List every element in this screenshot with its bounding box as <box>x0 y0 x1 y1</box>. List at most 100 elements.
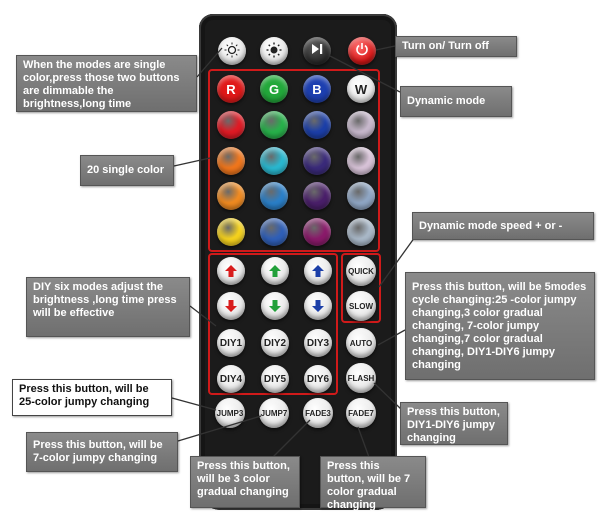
fade7-callout: Press this button, will be 7 color gradu… <box>320 456 426 511</box>
button-label: AUTO <box>349 338 373 348</box>
button-label: B <box>312 81 322 97</box>
diy4-button[interactable]: DIY4 <box>217 365 245 393</box>
slow-button[interactable]: SLOW <box>346 291 376 321</box>
color-button[interactable] <box>217 218 245 246</box>
green-button[interactable]: G <box>260 75 288 103</box>
brightness-up-button[interactable] <box>260 37 288 65</box>
dim-sun-icon <box>224 42 240 61</box>
button-label: DIY1 <box>219 337 243 349</box>
button-label: DIY6 <box>306 373 330 385</box>
button-label: SLOW <box>349 301 373 311</box>
diy1-button[interactable]: DIY1 <box>217 329 245 357</box>
arrow-up-icon <box>224 264 238 278</box>
green-up-button[interactable] <box>261 257 289 285</box>
color-button[interactable] <box>303 182 331 210</box>
speed-frame <box>341 253 381 323</box>
button-label: FADE3 <box>305 408 331 418</box>
button-label: R <box>226 81 236 97</box>
fade7-button[interactable]: FADE7 <box>346 398 376 428</box>
callout-text: Press this button, will be 7-color jumpy… <box>33 439 163 464</box>
button-label: JUMP3 <box>216 408 244 418</box>
color-button[interactable] <box>260 218 288 246</box>
power-icon <box>355 42 369 61</box>
blue-down-button[interactable] <box>304 292 332 320</box>
arrow-down-icon <box>224 299 238 313</box>
button-label: DIY4 <box>219 373 243 385</box>
callout-text: When the modes are single color,press th… <box>23 59 180 110</box>
single-color-callout: 20 single color <box>80 155 174 186</box>
color-button[interactable] <box>347 147 375 175</box>
color-button[interactable] <box>347 182 375 210</box>
power-button[interactable] <box>348 37 376 65</box>
diy5-button[interactable]: DIY5 <box>261 365 289 393</box>
color-button[interactable] <box>217 111 245 139</box>
color-button[interactable] <box>260 147 288 175</box>
brightness-down-button[interactable] <box>218 37 246 65</box>
diy-frame <box>208 253 338 395</box>
white-button[interactable]: W <box>347 75 375 103</box>
play-pause-icon <box>310 42 324 61</box>
flash-button[interactable]: FLASH <box>346 363 376 393</box>
red-down-button[interactable] <box>217 292 245 320</box>
callout-text: Dynamic mode speed + or - <box>419 220 563 232</box>
diy6-button[interactable]: DIY6 <box>304 365 332 393</box>
color-button[interactable] <box>347 111 375 139</box>
color-button[interactable] <box>217 182 245 210</box>
color-button[interactable] <box>303 218 331 246</box>
callout-text: Press this button, will be 5modes cycle … <box>412 281 587 371</box>
button-label: JUMP7 <box>260 408 288 418</box>
button-label: QUICK <box>348 266 374 276</box>
brightness-callout: When the modes are single color,press th… <box>16 55 197 112</box>
dynamic-mode-callout: Dynamic mode <box>400 86 512 117</box>
power-callout: Turn on/ Turn off <box>395 36 517 57</box>
arrow-down-icon <box>268 299 282 313</box>
callout-text: DIY six modes adjust the brightness ,lon… <box>33 281 177 319</box>
callout-text: 20 single color <box>87 164 165 176</box>
color-button[interactable] <box>303 111 331 139</box>
callout-text: Press this button, will be 25-color jump… <box>19 383 150 408</box>
red-up-button[interactable] <box>217 257 245 285</box>
callout-text: Press this button, DIY1-DIY6 jumpy chang… <box>407 406 500 444</box>
button-label: DIY2 <box>263 337 287 349</box>
button-label: FLASH <box>347 373 375 383</box>
play-pause-button[interactable] <box>303 37 331 65</box>
callout-text: Press this button, will be 3 color gradu… <box>197 460 290 498</box>
blue-up-button[interactable] <box>304 257 332 285</box>
blue-button[interactable]: B <box>303 75 331 103</box>
callout-text: Turn on/ Turn off <box>402 40 489 52</box>
arrow-up-icon <box>311 264 325 278</box>
color-grid-frame <box>208 69 380 252</box>
fade3-callout: Press this button, will be 3 color gradu… <box>190 456 300 508</box>
diy-callout: DIY six modes adjust the brightness ,lon… <box>26 277 190 337</box>
arrow-down-icon <box>311 299 325 313</box>
callout-text: Press this button, will be 7 color gradu… <box>327 460 411 511</box>
color-button[interactable] <box>303 147 331 175</box>
bright-sun-icon <box>266 42 282 61</box>
button-label: FADE7 <box>348 408 374 418</box>
quick-button[interactable]: QUICK <box>346 256 376 286</box>
green-down-button[interactable] <box>261 292 289 320</box>
diy2-button[interactable]: DIY2 <box>261 329 289 357</box>
button-label: W <box>354 81 368 97</box>
button-label: DIY5 <box>263 373 287 385</box>
button-label: DIY3 <box>306 337 330 349</box>
flash-callout: Press this button, DIY1-DIY6 jumpy chang… <box>400 402 508 445</box>
speed-callout: Dynamic mode speed + or - <box>412 212 594 240</box>
color-button[interactable] <box>260 182 288 210</box>
callout-text: Dynamic mode <box>407 95 486 107</box>
fade3-button[interactable]: FADE3 <box>303 398 333 428</box>
arrow-up-icon <box>268 264 282 278</box>
auto-button[interactable]: AUTO <box>346 328 376 358</box>
jump7-callout: Press this button, will be 7-color jumpy… <box>26 432 178 472</box>
jump3-callout: Press this button, will be 25-color jump… <box>12 379 172 416</box>
auto-callout: Press this button, will be 5modes cycle … <box>405 272 595 380</box>
color-button[interactable] <box>217 147 245 175</box>
color-button[interactable] <box>347 218 375 246</box>
color-button[interactable] <box>260 111 288 139</box>
jump7-button[interactable]: JUMP7 <box>259 398 289 428</box>
button-label: G <box>268 81 280 97</box>
red-button[interactable]: R <box>217 75 245 103</box>
diy3-button[interactable]: DIY3 <box>304 329 332 357</box>
